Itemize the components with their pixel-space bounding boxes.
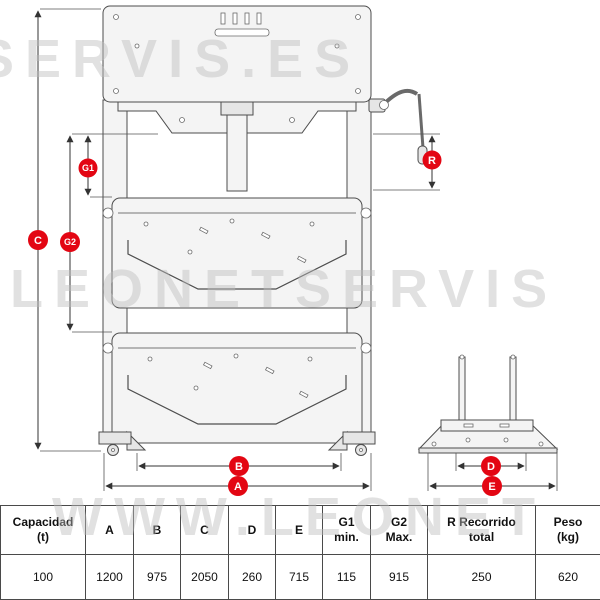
dim-badge-r <box>422 150 442 170</box>
value-recorrido: 250 <box>427 554 536 600</box>
value-e: 715 <box>275 554 323 600</box>
value-a: 1200 <box>85 554 134 600</box>
dim-b: B <box>136 453 342 476</box>
dim-badge-g1 <box>78 158 98 178</box>
press-side-view <box>417 354 559 454</box>
base-feet <box>98 430 376 456</box>
header-capacidad: Capacidad(t) <box>0 505 86 555</box>
header-d: D <box>228 505 276 555</box>
dim-label-g1: G1 <box>82 163 94 173</box>
lower-table <box>102 332 372 444</box>
value-peso: 620 <box>535 554 600 600</box>
dim-label-c: C <box>34 235 42 247</box>
dim-d: D <box>455 453 527 476</box>
dim-a: A <box>103 453 372 496</box>
press-front-view <box>98 5 428 456</box>
dim-label-e: E <box>488 481 495 493</box>
dim-r: R <box>373 133 442 191</box>
value-capacidad: 100 <box>0 554 86 600</box>
dim-label-r: R <box>428 155 436 167</box>
value-g1: 115 <box>322 554 371 600</box>
value-d: 260 <box>228 554 276 600</box>
press-technical-drawing: C G2 G1 R B <box>28 5 559 496</box>
dim-badge-e <box>482 476 502 496</box>
dim-g1: G1 <box>78 135 112 198</box>
dim-c: C <box>28 8 101 452</box>
dim-badge-b <box>229 456 249 476</box>
middle-table <box>102 197 372 309</box>
header-a: A <box>85 505 134 555</box>
dim-label-d: D <box>487 461 495 473</box>
cylinder-cap <box>220 101 254 116</box>
header-c: C <box>180 505 229 555</box>
header-b: B <box>133 505 181 555</box>
dim-badge-g2 <box>60 232 80 252</box>
dim-badge-d <box>481 456 501 476</box>
dim-e: E <box>427 453 558 496</box>
crank-handle <box>368 88 428 165</box>
header-peso: Peso(kg) <box>535 505 600 555</box>
ram-rod <box>226 114 248 192</box>
dim-badge-c <box>28 230 48 250</box>
dim-label-b: B <box>235 461 243 473</box>
value-b: 975 <box>133 554 181 600</box>
header-e: E <box>275 505 323 555</box>
dim-g2: G2 <box>60 133 158 333</box>
dim-label-g2: G2 <box>64 237 76 247</box>
value-c: 2050 <box>180 554 229 600</box>
dim-label-a: A <box>234 481 242 493</box>
dim-badge-a <box>228 476 248 496</box>
value-g2: 915 <box>370 554 428 600</box>
spec-value-row: 100 1200 975 2050 260 715 115 915 250 62… <box>0 554 600 600</box>
